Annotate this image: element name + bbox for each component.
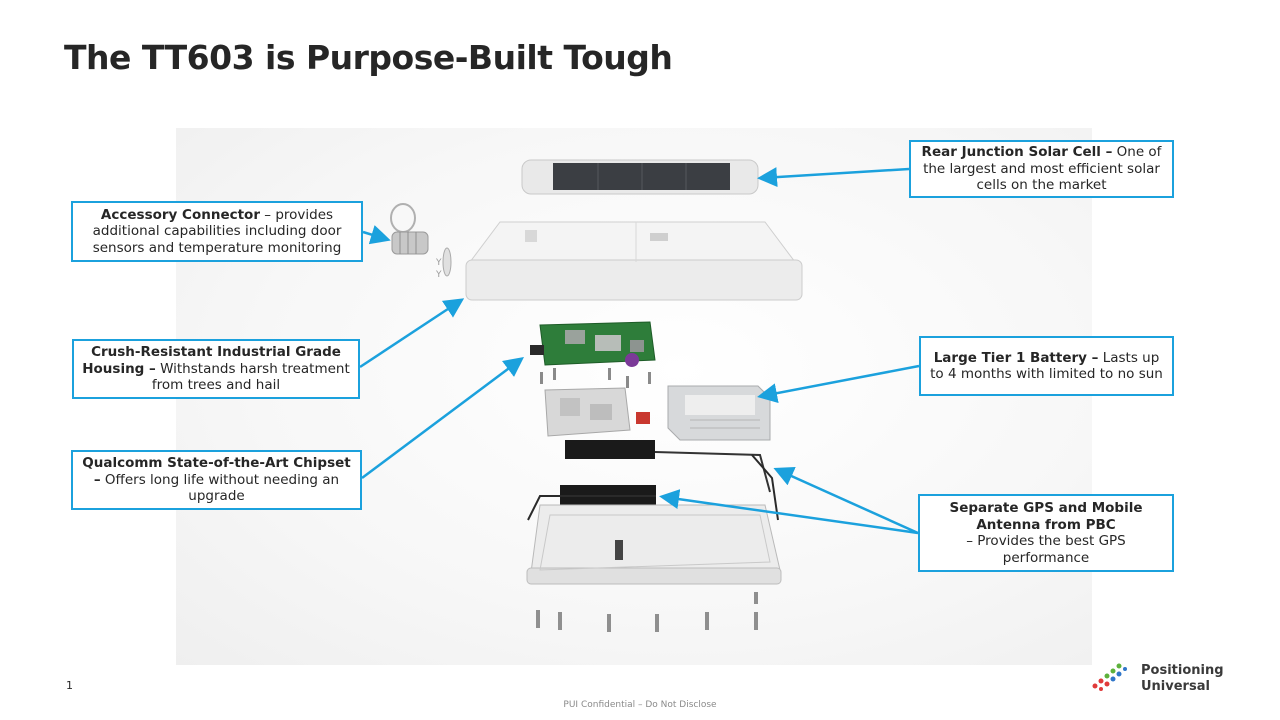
confidential-footer: PUI Confidential – Do Not Disclose [563,700,717,710]
callout-accessory-title: Accessory Connector [100,206,260,223]
base-housing-illustration [526,504,782,585]
logo-dots-icon [1092,663,1127,691]
logo-wordmark: Positioning Universal [1141,663,1224,695]
callout-qualcomm-text: Offers long life without needing an upgr… [100,471,340,505]
callout-gps-text: – Provides the best GPS performance [966,533,1126,566]
callout-accessory-connector: Accessory Connector – provides additiona… [71,201,363,262]
page-number: 1 [66,679,73,692]
logo-line-2: Universal [1141,679,1210,694]
logo-line-1: Positioning [1141,663,1224,678]
screws-illustration [540,368,651,388]
callout-gps-antenna: Separate GPS and Mobile Antenna from PBC… [918,494,1174,572]
gps-antenna-illustration [565,440,655,459]
callout-housing-text: Withstands harsh treatment from trees an… [151,360,350,394]
callout-solar-cell: Rear Junction Solar Cell – One of the la… [909,140,1174,198]
positioning-universal-logo [1092,663,1127,691]
solar-panel-illustration [521,159,759,195]
chipset-carrier-illustration [544,387,650,437]
callout-accessory-text: – provides additional capabilities inclu… [92,206,342,256]
accessory-connector-illustration: Y Y [390,203,452,280]
top-housing-illustration [465,221,803,301]
svg-text:Y: Y [435,270,442,280]
slide-title: The TT603 is Purpose-Built Tough [64,38,673,77]
svg-text:Y: Y [435,258,442,268]
callout-housing-title: Crush-Resistant Industrial Grade Housing… [82,344,341,377]
callout-solar-title: Rear Junction Solar Cell – [921,144,1113,161]
callout-battery-title: Large Tier 1 Battery – [933,349,1099,366]
pcb-illustration [530,321,656,367]
callout-solar-text: One of the largest and most efficient so… [923,144,1162,194]
callout-battery: Large Tier 1 Battery – Lasts up to 4 mon… [919,336,1174,396]
bottom-screws-illustration [536,592,758,632]
callout-battery-text: Lasts up to 4 months with limited to no … [930,349,1163,383]
callout-qualcomm-chipset: Qualcomm State-of-the-Art Chipset – Offe… [71,450,362,510]
callout-gps-title: Separate GPS and Mobile Antenna from PBC [949,500,1143,533]
battery-illustration [667,385,771,441]
callout-qualcomm-title: Qualcomm State-of-the-Art Chipset – [82,455,351,488]
callout-housing: Crush-Resistant Industrial Grade Housing… [72,339,360,399]
